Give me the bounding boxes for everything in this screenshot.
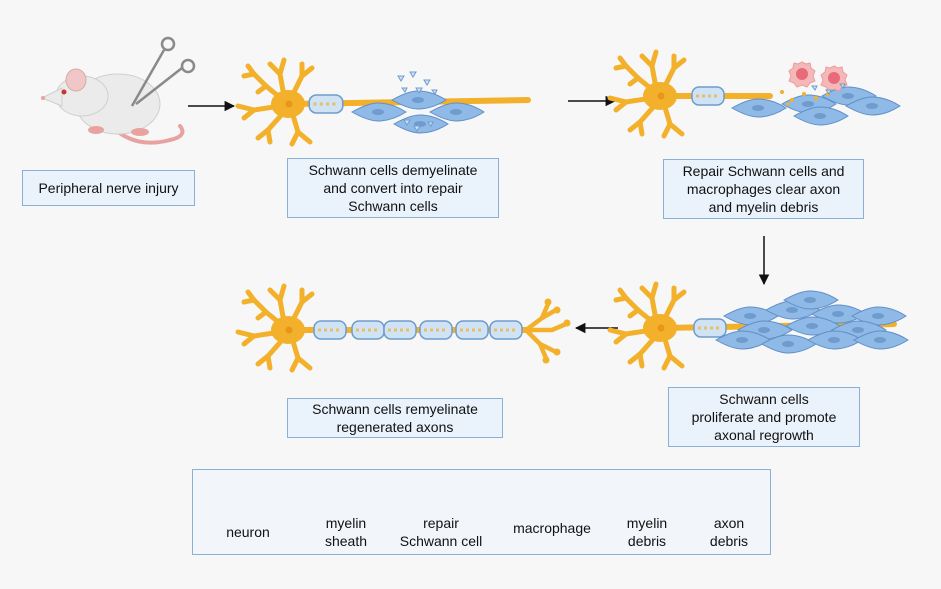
step-box-injury: Peripheral nerve injury bbox=[22, 170, 195, 206]
axon-terminal bbox=[523, 301, 569, 361]
legend-label-axon-debris: axon debris bbox=[709, 515, 749, 549]
step-label-demyelinate: Schwann cells demyelinate and convert in… bbox=[308, 162, 478, 214]
step-box-remyelinate: Schwann cells remyelinate regenerated ax… bbox=[287, 398, 503, 438]
step-box-proliferate: Schwann cells proliferate and promote ax… bbox=[668, 387, 860, 447]
step-label-injury: Peripheral nerve injury bbox=[38, 180, 179, 196]
stage-remyelinated bbox=[238, 286, 571, 370]
stage-clearing bbox=[610, 52, 901, 136]
legend-label-neuron: neuron bbox=[226, 524, 270, 540]
step-label-proliferate: Schwann cells proliferate and promote ax… bbox=[691, 391, 837, 443]
legend-label-myelin-debris: myelin debris bbox=[626, 515, 668, 549]
legend-label-macrophage: macrophage bbox=[513, 520, 591, 536]
stage-proliferation bbox=[610, 284, 909, 368]
step-label-clear: Repair Schwann cells and macrophages cle… bbox=[682, 163, 845, 215]
step-box-demyelinate: Schwann cells demyelinate and convert in… bbox=[287, 158, 499, 218]
legend-label-repair-schwann: repair Schwann cell bbox=[399, 515, 483, 549]
step-box-clear: Repair Schwann cells and macrophages cle… bbox=[663, 159, 864, 219]
axon-debris-cluster bbox=[780, 90, 830, 106]
legend-label-myelin-sheath: myelin sheath bbox=[324, 515, 368, 549]
rat-illustration bbox=[40, 36, 196, 145]
scissors-icon bbox=[130, 36, 196, 107]
legend-box: neuron myelin sheath repair Schwann cell… bbox=[192, 469, 771, 555]
step-label-remyelinate: Schwann cells remyelinate regenerated ax… bbox=[312, 401, 478, 435]
stage-demyelination bbox=[238, 60, 531, 144]
myelin-debris-cluster bbox=[397, 71, 438, 132]
